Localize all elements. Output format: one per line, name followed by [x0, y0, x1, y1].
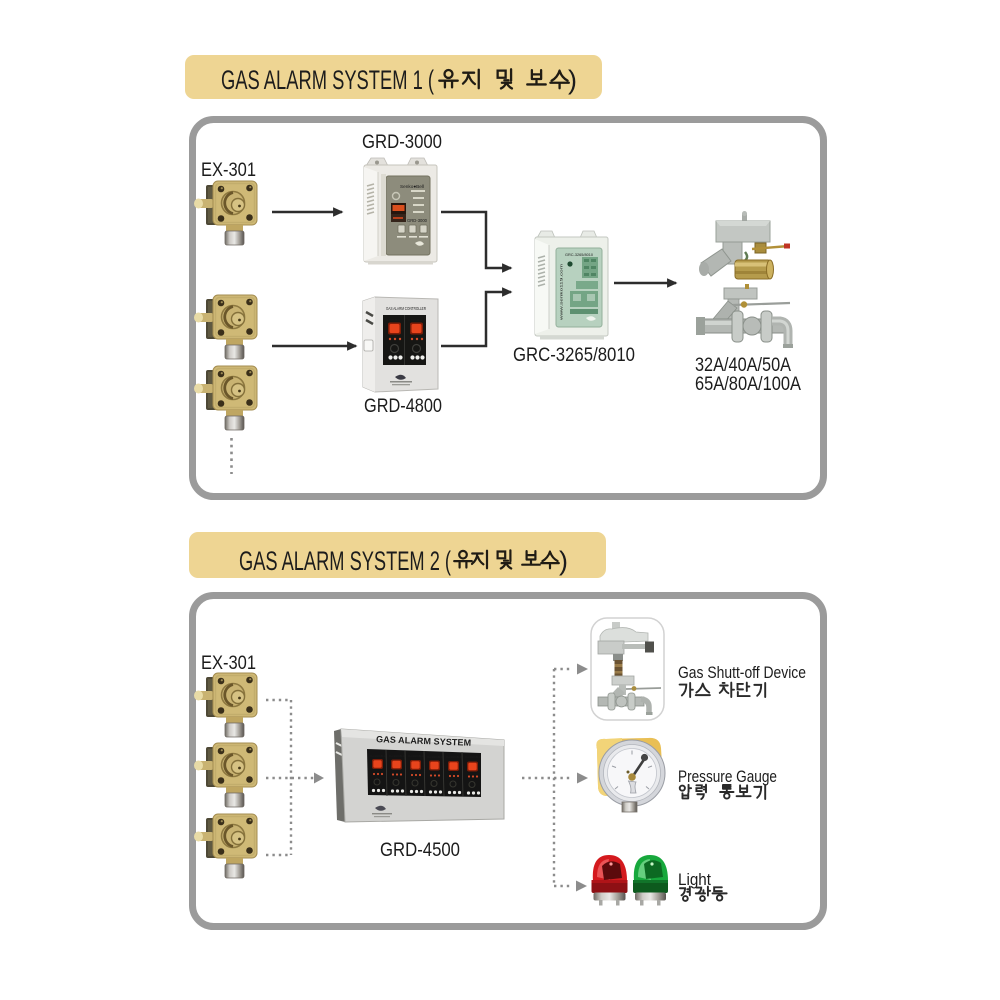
svg-text:Pressure Gauge: Pressure Gauge	[678, 767, 777, 786]
svg-text:Senko●Bell: Senko●Bell	[400, 184, 424, 189]
svg-text:EX-301: EX-301	[201, 653, 256, 674]
svg-text:GAS ALARM CONTROLLER: GAS ALARM CONTROLLER	[386, 306, 426, 311]
svg-text:GAS ALARM SYSTEM 1 (: GAS ALARM SYSTEM 1 (	[221, 65, 434, 95]
svg-text:EX-301: EX-301	[201, 160, 256, 181]
svg-text:): )	[568, 65, 577, 95]
svg-text:GAS ALARM SYSTEM: GAS ALARM SYSTEM	[376, 734, 472, 748]
svg-text:FLAMMABLE: FLAMMABLE	[389, 754, 405, 758]
svg-text:65A/80A/100A: 65A/80A/100A	[695, 374, 801, 395]
svg-text:FLAMMABLE: FLAMMABLE	[446, 755, 462, 759]
svg-text:): )	[559, 546, 568, 576]
svg-text:FLAMMABLE: FLAMMABLE	[386, 318, 400, 322]
svg-text:32A/40A/50A: 32A/40A/50A	[695, 355, 791, 376]
svg-text:GRD-3000: GRD-3000	[362, 132, 442, 153]
svg-text:Gas Shutt-off Device: Gas Shutt-off Device	[678, 663, 806, 682]
svg-text:GRC-3265/8010: GRC-3265/8010	[565, 253, 593, 257]
svg-text:www.senko119.com: www.senko119.com	[559, 263, 564, 320]
svg-text:FLAMMABLE: FLAMMABLE	[465, 755, 481, 759]
svg-text:GRD-4500: GRD-4500	[380, 840, 460, 861]
svg-text:Light: Light	[678, 870, 711, 889]
svg-text:GRC-3265/8010: GRC-3265/8010	[513, 345, 635, 366]
svg-text:FLAMMABLE: FLAMMABLE	[370, 754, 386, 758]
svg-text:GRD-4800: GRD-4800	[364, 396, 442, 417]
svg-text:GAS ALARM SYSTEM 2 (: GAS ALARM SYSTEM 2 (	[239, 546, 451, 576]
svg-text:GRD-3000: GRD-3000	[407, 218, 428, 223]
svg-text:FLAMMABLE: FLAMMABLE	[408, 754, 424, 758]
svg-text:FLAMMABLE: FLAMMABLE	[408, 318, 422, 322]
svg-text:FLAMMABLE: FLAMMABLE	[427, 755, 443, 759]
